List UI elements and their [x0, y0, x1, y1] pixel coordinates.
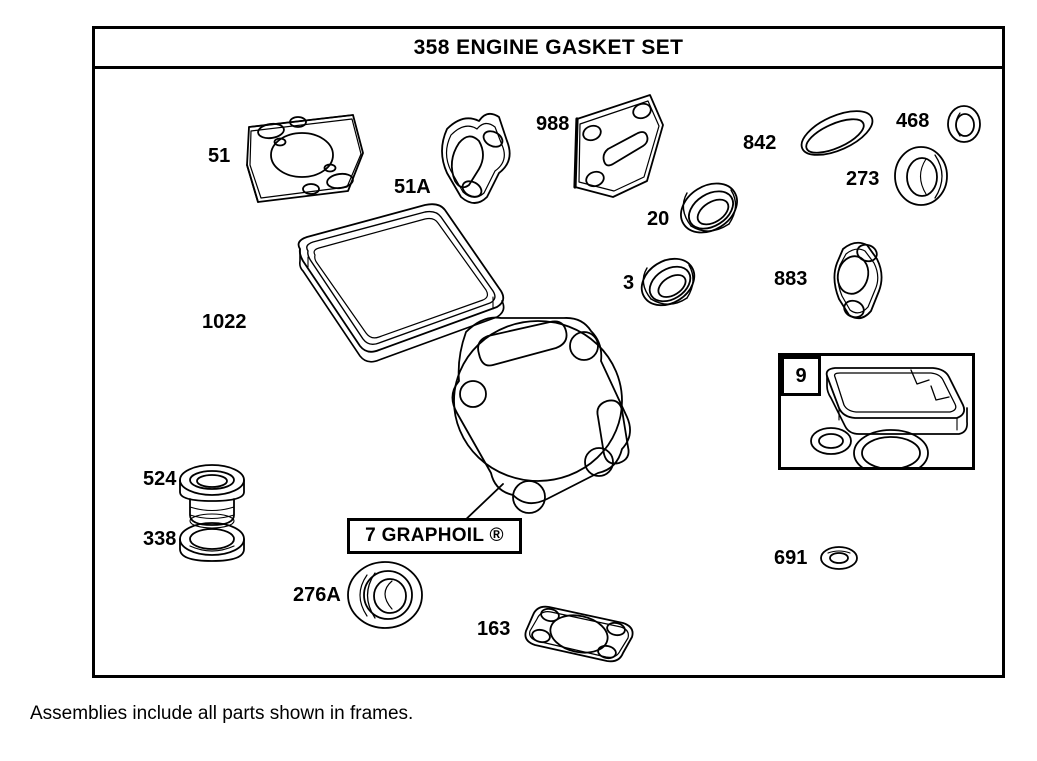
part-51-artwork — [246, 114, 364, 203]
page-title: 358 ENGINE GASKET SET — [413, 35, 684, 59]
diagram-title-bar: 358 ENGINE GASKET SET — [95, 29, 1002, 69]
part-label-20: 20 — [647, 208, 670, 230]
assembly-frame-9-label: 9 — [795, 364, 807, 387]
part-label-276A: 276A — [293, 584, 341, 606]
part-label-3: 3 — [623, 272, 635, 294]
part-842-artwork — [800, 110, 874, 156]
part-468-artwork — [947, 105, 981, 143]
part-label-273: 273 — [846, 168, 880, 190]
diagram-frame: 358 ENGINE GASKET SET — [92, 26, 1005, 678]
part-3-artwork — [640, 257, 696, 307]
part-label-338: 338 — [143, 528, 177, 550]
part-1022-artwork — [297, 203, 505, 363]
assembly-frame-9: 9 — [778, 353, 975, 470]
part-7-artwork — [451, 316, 631, 525]
part-label-51: 51 — [208, 145, 231, 167]
part-20-artwork — [680, 182, 738, 234]
part-label-988: 988 — [536, 113, 570, 135]
part-524-artwork — [179, 464, 245, 529]
part-label-1022: 1022 — [202, 311, 247, 333]
assembly-frame-9-tag: 9 — [781, 356, 821, 396]
part-label-691: 691 — [774, 547, 808, 569]
part-label-524: 524 — [143, 468, 177, 490]
part-9-artwork — [810, 367, 968, 467]
part-label-163: 163 — [477, 618, 511, 640]
part-label-51A: 51A — [394, 176, 431, 198]
part-label-883: 883 — [774, 268, 808, 290]
parts-illustration — [179, 94, 981, 663]
part-988-artwork — [573, 94, 664, 198]
part-label-842: 842 — [743, 132, 777, 154]
part-273-artwork — [894, 146, 948, 206]
graphoil-note-box: 7 GRAPHOIL ® — [347, 518, 522, 554]
graphoil-note-label: 7 GRAPHOIL ® — [365, 525, 504, 546]
part-51a-artwork — [441, 112, 511, 204]
part-163-artwork — [524, 605, 634, 663]
part-276a-artwork — [347, 561, 423, 629]
part-338-artwork — [179, 522, 245, 562]
part-883-artwork — [833, 241, 883, 320]
diagram-caption: Assemblies include all parts shown in fr… — [30, 703, 414, 724]
parts-canvas: 9 7 GRAPHOIL ® 51 51A 988 842 468 273 20… — [95, 69, 1002, 678]
part-label-468: 468 — [896, 110, 930, 132]
part-691-artwork — [820, 546, 858, 570]
